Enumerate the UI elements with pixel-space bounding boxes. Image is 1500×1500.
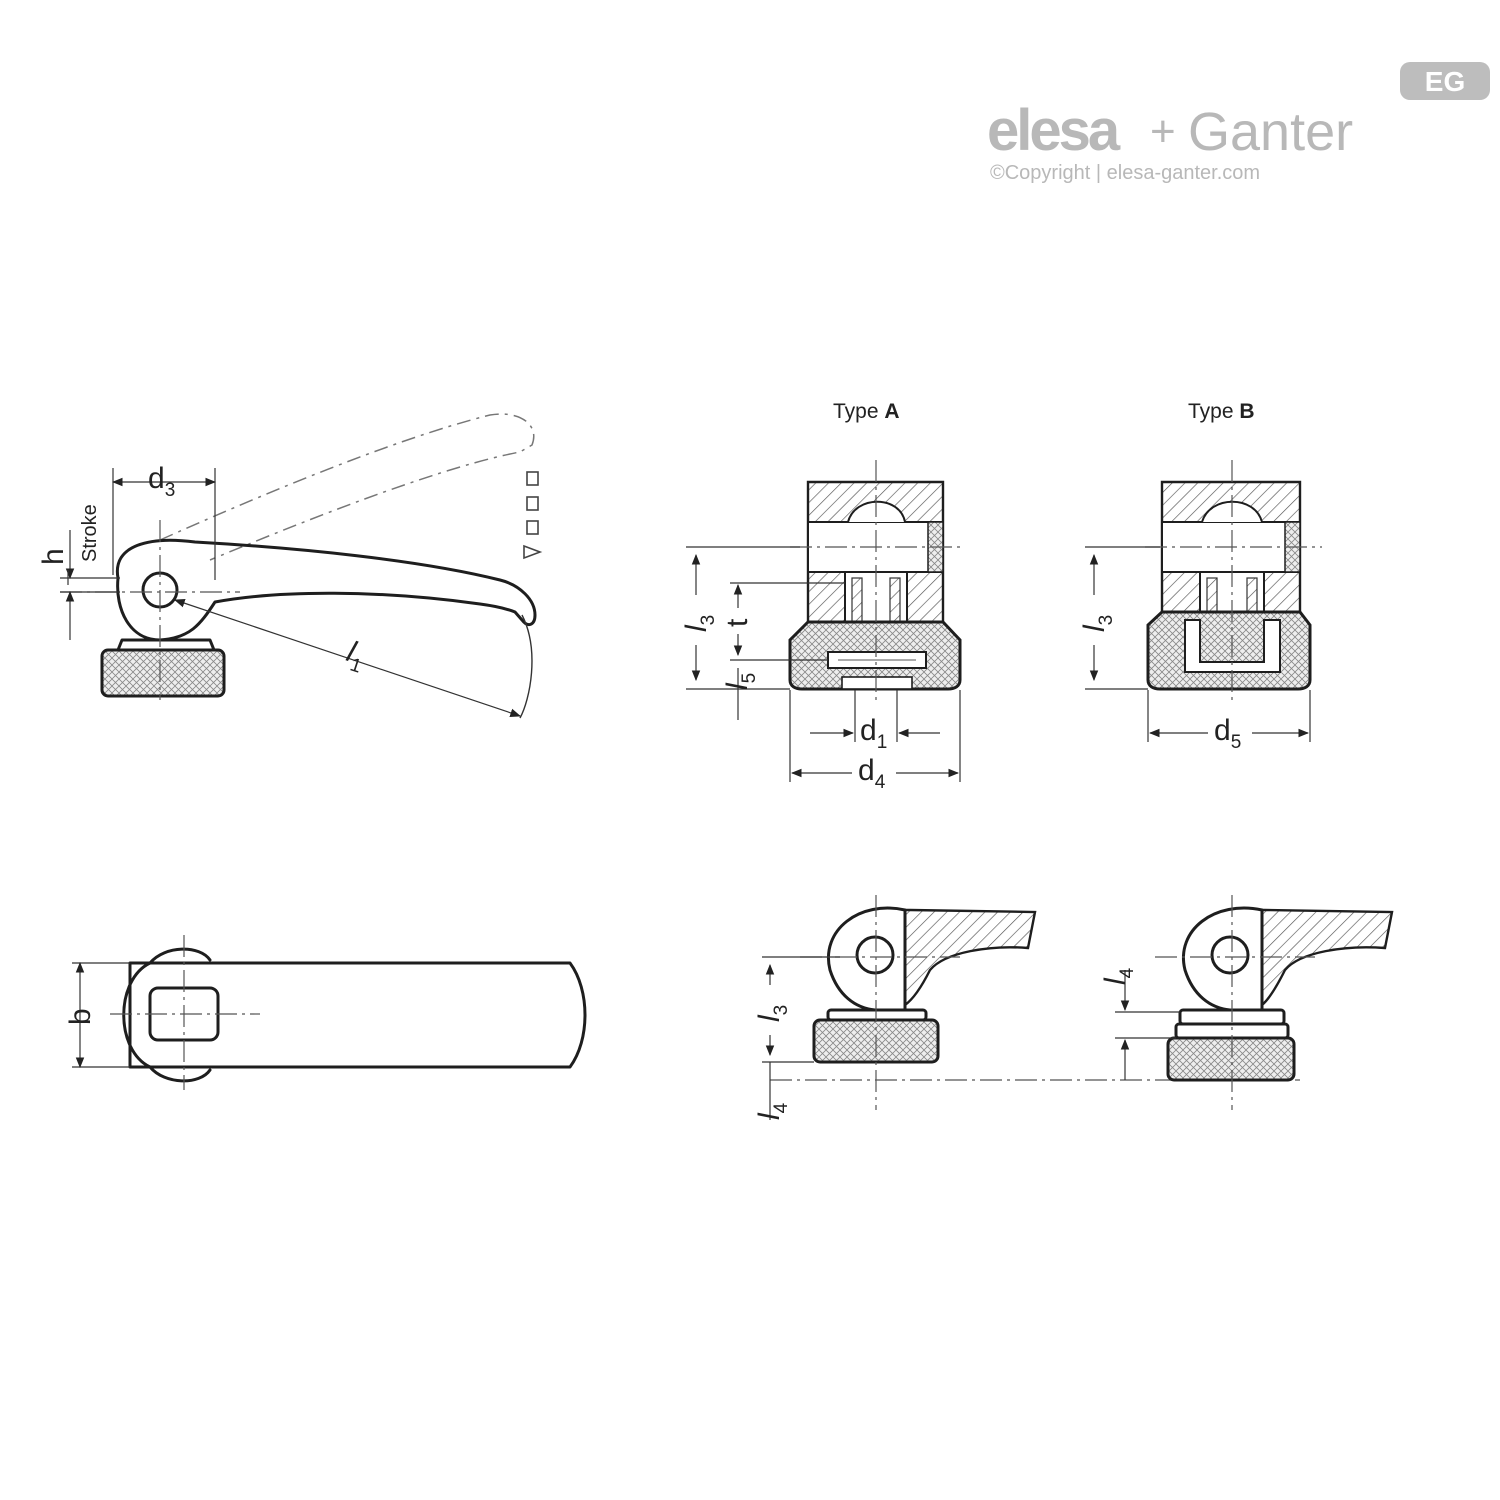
lever-phantom-open: [159, 413, 535, 561]
type-a-section: Type A l3 t l5: [680, 400, 965, 793]
type-b-title: Type B: [1188, 400, 1255, 423]
detail-b-pivot: [1210, 935, 1250, 975]
brand-name-ganter: Ganter: [1188, 102, 1353, 162]
type-b-dim-l3-label: l3: [1078, 615, 1117, 632]
dim-h-label: h: [37, 548, 70, 565]
detail-a-side: l3 l4: [753, 895, 1300, 1120]
brand-badge: [1400, 62, 1490, 100]
lever-swing-markers: [523, 471, 543, 560]
type-b-section: Type B l3 d5: [1078, 400, 1322, 753]
lever-side-view: d3 h Stroke l1: [37, 413, 543, 719]
detail-b-side: l4: [1099, 895, 1394, 1110]
lever-top-body: [128, 961, 587, 1069]
dim-l1-line: [173, 599, 522, 717]
brand-badge-text: EG: [1425, 66, 1465, 97]
brand-plus: +: [1150, 107, 1176, 156]
lever-top-cam: [122, 961, 152, 1069]
detail-b-knurled-base: [1166, 1036, 1296, 1082]
lever-body: [115, 538, 537, 642]
brand-logo: EG elesa + Ganter ©Copyright | elesa-gan…: [987, 62, 1490, 184]
detail-a-dim-l3-label: l3: [753, 1005, 792, 1022]
dim-stroke-label: Stroke: [79, 504, 101, 562]
type-a-dim-d4-label: d4: [858, 754, 886, 793]
detail-b-dim-l4-label: l4: [1099, 967, 1138, 985]
clamp-knurled-base: [100, 648, 226, 698]
dim-d3-label: d3: [148, 462, 175, 501]
brand-copyright: ©Copyright | elesa-ganter.com: [990, 162, 1260, 184]
type-a-dim-t-label: t: [721, 618, 754, 627]
type-a-dim-l5-label: l5: [721, 673, 760, 690]
dim-l1-label: l1: [341, 635, 369, 677]
dim-b-label: b: [64, 1008, 97, 1025]
type-a-dim-d1-label: d1: [860, 714, 887, 753]
lever-top-view: b: [64, 935, 587, 1090]
brand-name-elesa: elesa: [987, 98, 1121, 163]
detail-a-dim-l4-label: l4: [753, 1102, 792, 1120]
detail-b-cam: [1182, 906, 1264, 1012]
detail-b-lever: [1260, 908, 1394, 1008]
detail-a-lever: [903, 908, 1037, 1008]
detail-a-pivot: [855, 935, 895, 975]
detail-a-cam: [827, 906, 907, 1012]
type-b-dim-d5-label: d5: [1214, 714, 1241, 753]
type-b-knurled-base: [1146, 610, 1312, 691]
type-a-title: Type A: [833, 400, 900, 423]
type-a-dim-l3-label: l3: [680, 615, 719, 632]
